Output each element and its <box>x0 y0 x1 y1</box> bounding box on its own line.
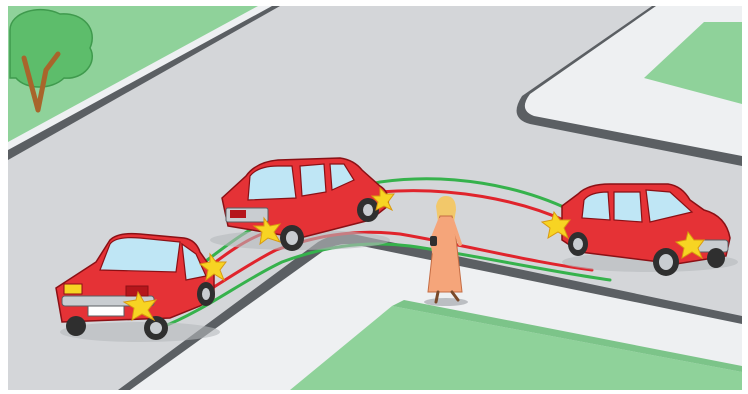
intersection-scene <box>0 0 748 394</box>
